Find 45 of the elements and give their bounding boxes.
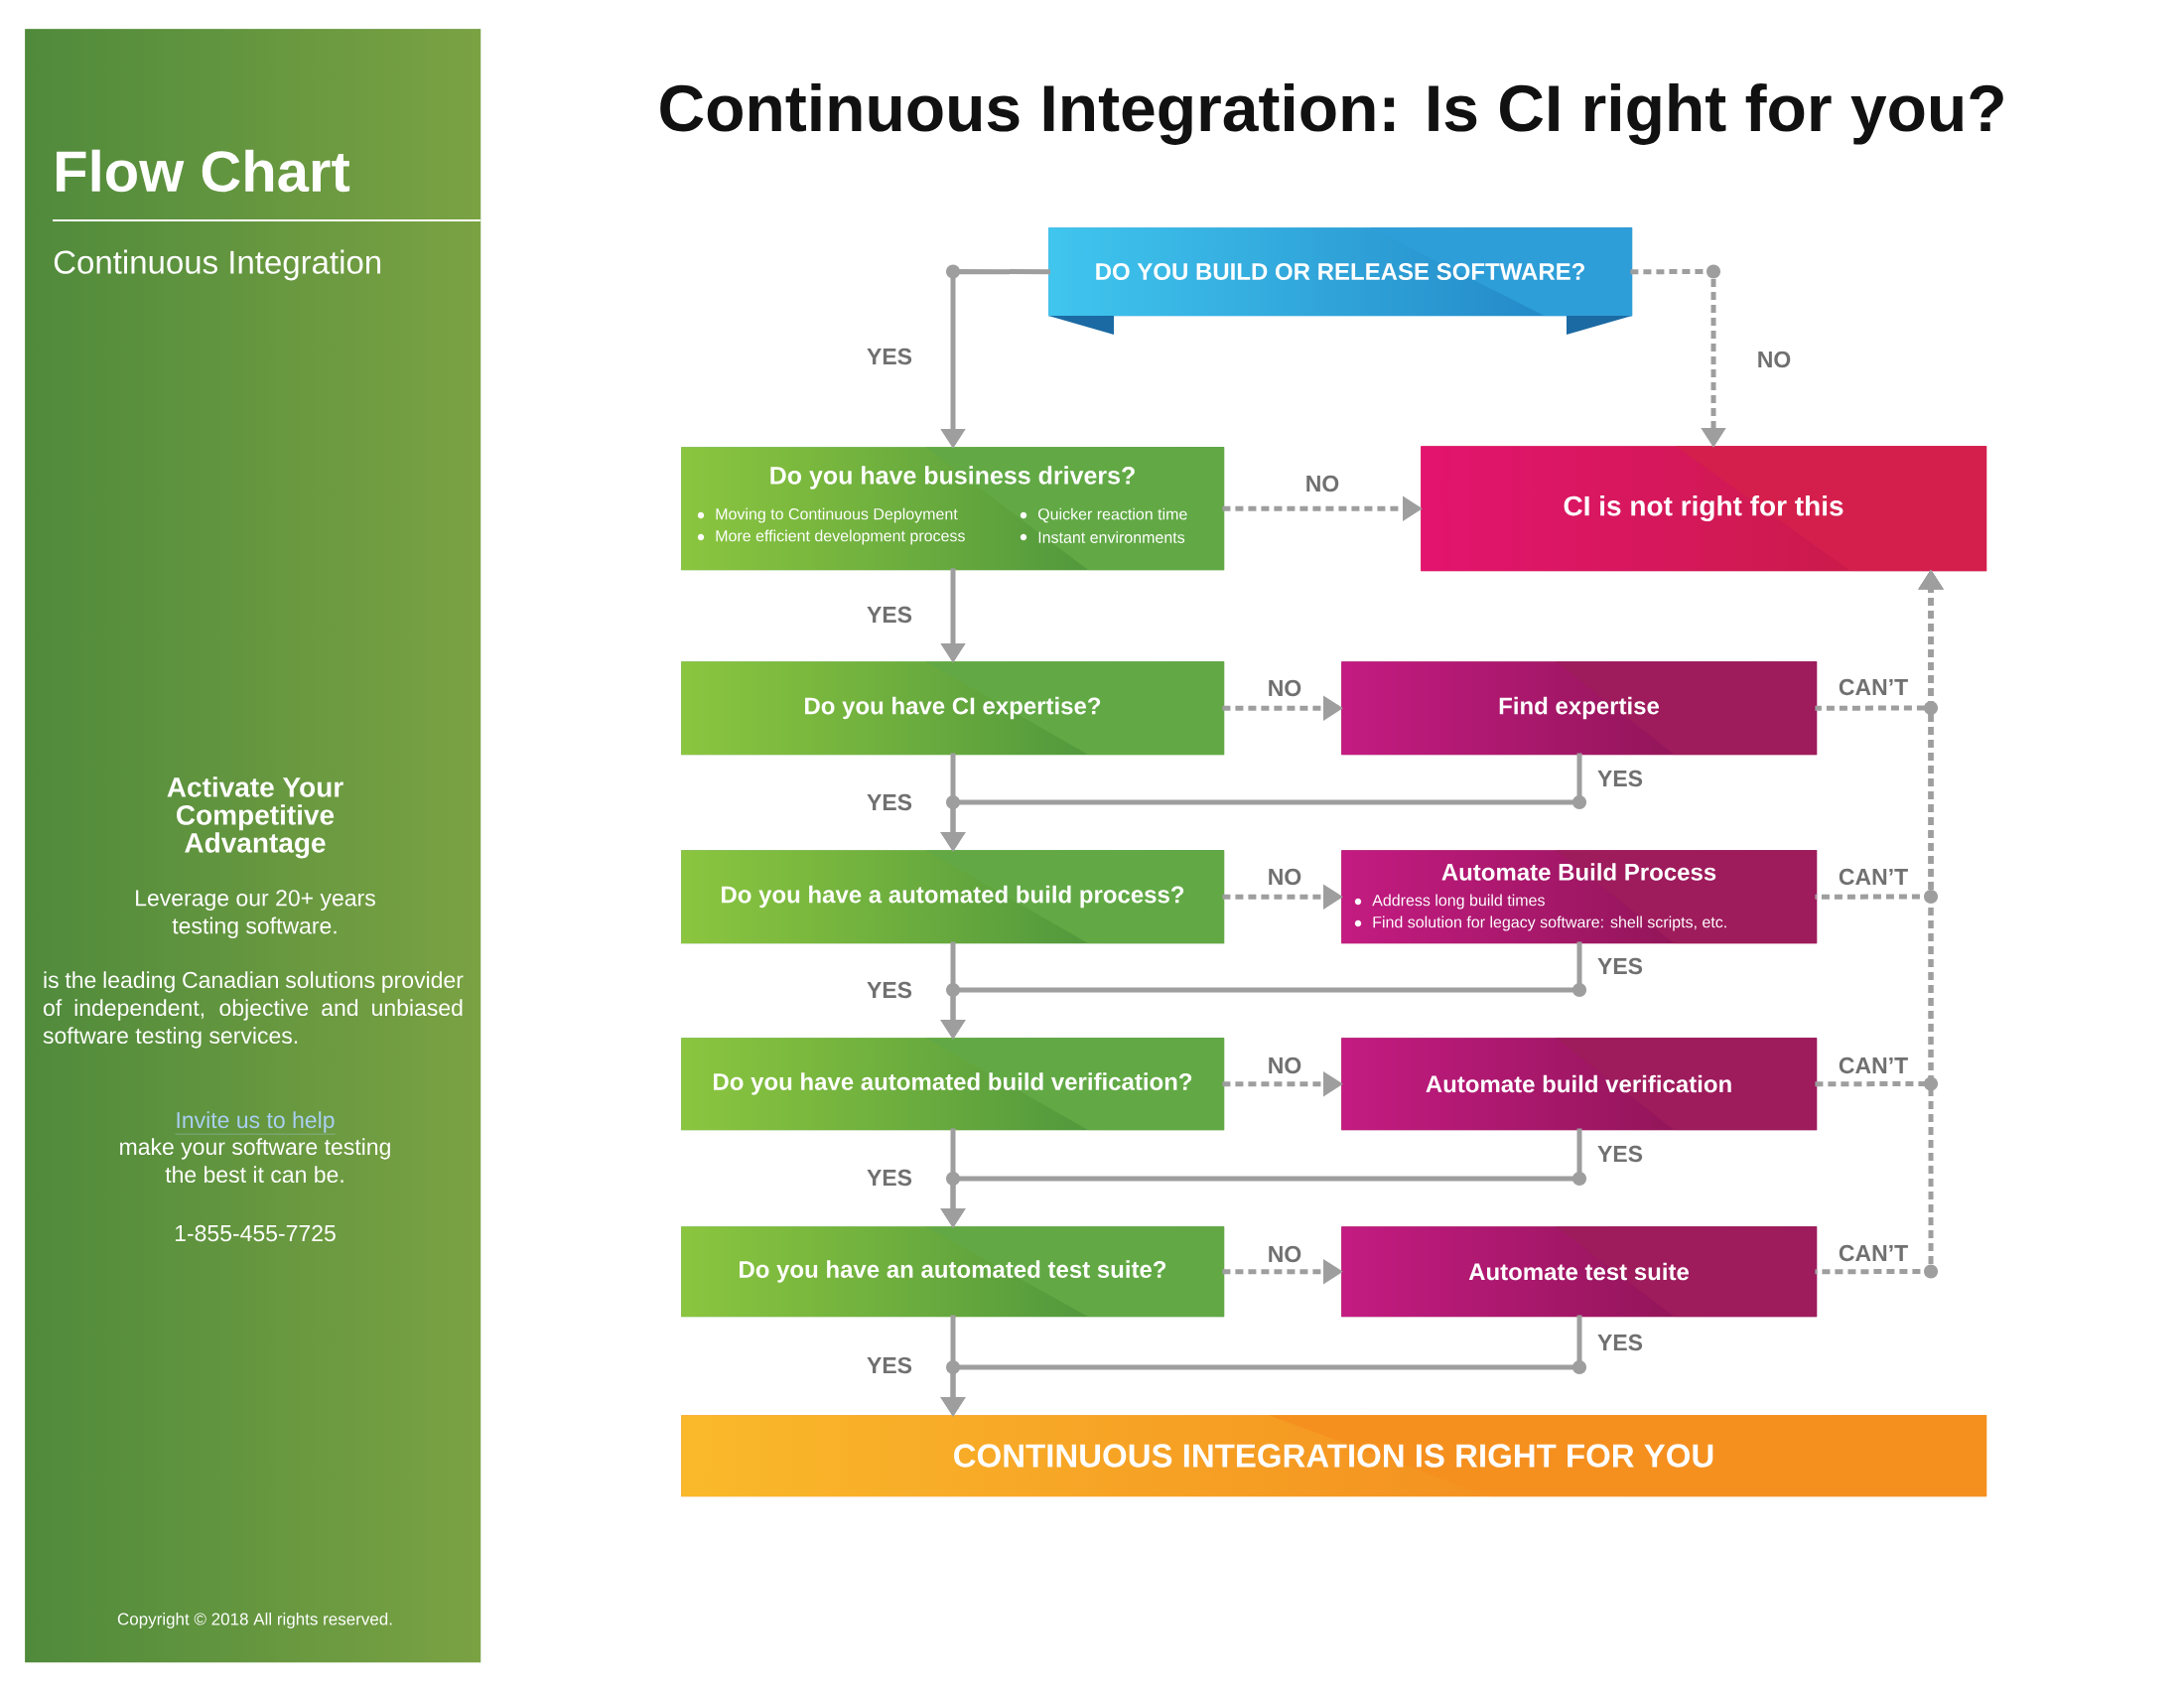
box-label: CI is not right for this bbox=[1564, 494, 1843, 522]
paragraph: is the leading Canadian solutions provider of independent, objective and unbiased software testing services. bbox=[43, 971, 464, 1049]
box-heading: Automate Build Process bbox=[1441, 863, 1716, 881]
subheading: Continuous Integration bbox=[54, 249, 381, 281]
box-label: Do you have an automated test suite? bbox=[740, 1260, 1166, 1283]
edge-label: NO bbox=[1302, 473, 1342, 494]
edge-label: CAN’T bbox=[1836, 1242, 1911, 1264]
edge-label: YES bbox=[865, 1354, 914, 1376]
edge-label: NO bbox=[1265, 677, 1304, 699]
edge-label: NO bbox=[1754, 349, 1794, 370]
copyright-notice: Copyright © 2018 All rights reserved. bbox=[117, 1613, 392, 1628]
edge-label: YES bbox=[1595, 1332, 1646, 1353]
box-heading: Do you have business drivers? bbox=[770, 466, 1135, 490]
edge-label: NO bbox=[1265, 1243, 1304, 1265]
bullet-item: Instant environments bbox=[1038, 531, 1185, 543]
edge-label: YES bbox=[1595, 768, 1646, 789]
box-label: Do you have CI expertise? bbox=[805, 696, 1101, 720]
edge-label: YES bbox=[865, 1167, 914, 1189]
edge-label: NO bbox=[1265, 866, 1304, 888]
bullet-item: More efficient development process bbox=[716, 529, 965, 545]
phone-number: 1-855-455-7725 bbox=[175, 1224, 336, 1242]
edge-label: YES bbox=[1595, 1143, 1646, 1165]
bullet-item: Moving to Continuous Deployment bbox=[716, 507, 958, 523]
edge-label: YES bbox=[1595, 955, 1646, 977]
paragraph: Leverage our 20+ years testing software. bbox=[136, 890, 375, 939]
paragraph: make your software testing the best it can be. bbox=[120, 1138, 390, 1184]
edge-label: YES bbox=[865, 791, 914, 813]
box-label: Do you have automated build verification? bbox=[714, 1072, 1192, 1095]
edge-label: YES bbox=[865, 979, 914, 1001]
banner-label: CONTINUOUS INTEGRATION IS RIGHT FOR YOU bbox=[954, 1444, 1713, 1468]
bullet-item: Address long build times bbox=[1372, 894, 1545, 910]
edge-label: NO bbox=[1265, 1055, 1304, 1076]
box-label: Do you have a automated build process? bbox=[722, 885, 1184, 909]
box-label: Automate test suite bbox=[1468, 1262, 1690, 1281]
bullet-item: Quicker reaction time bbox=[1037, 507, 1187, 523]
tagline: Activate Your Competitive Advantage bbox=[167, 776, 343, 859]
banner-label: DO YOU BUILD OR RELEASE SOFTWARE? bbox=[1096, 263, 1584, 280]
box-label: Automate build verification bbox=[1426, 1074, 1731, 1093]
edge-label: YES bbox=[865, 346, 914, 367]
title: Continuous Integration: Is CI right for you? bbox=[660, 83, 2003, 145]
box-label: Find expertise bbox=[1499, 696, 1660, 720]
heading: Flow Chart bbox=[57, 149, 350, 193]
link: Invite us to help bbox=[175, 1111, 336, 1135]
bullet-item: Find solution for legacy software: shell scripts, etc. bbox=[1373, 915, 1726, 931]
edge-label: YES bbox=[865, 604, 914, 626]
